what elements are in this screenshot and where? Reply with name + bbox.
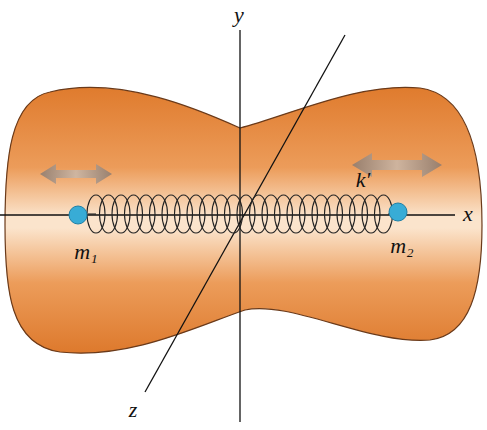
z-axis	[145, 35, 345, 392]
mass-ball	[389, 203, 407, 221]
axis-label: y	[234, 4, 244, 26]
molecule-outline	[5, 87, 482, 353]
spring-end	[88, 213, 96, 214]
axis-label: z	[129, 399, 138, 421]
mass-ball	[69, 206, 87, 224]
spring	[87, 195, 393, 233]
axis-label: x	[463, 203, 473, 225]
mass-label: m₁	[74, 241, 98, 263]
vibration-arrow	[40, 164, 112, 184]
x-axis	[0, 214, 455, 215]
spring-label: k′	[356, 169, 371, 191]
mass-label: m₂	[390, 235, 414, 257]
